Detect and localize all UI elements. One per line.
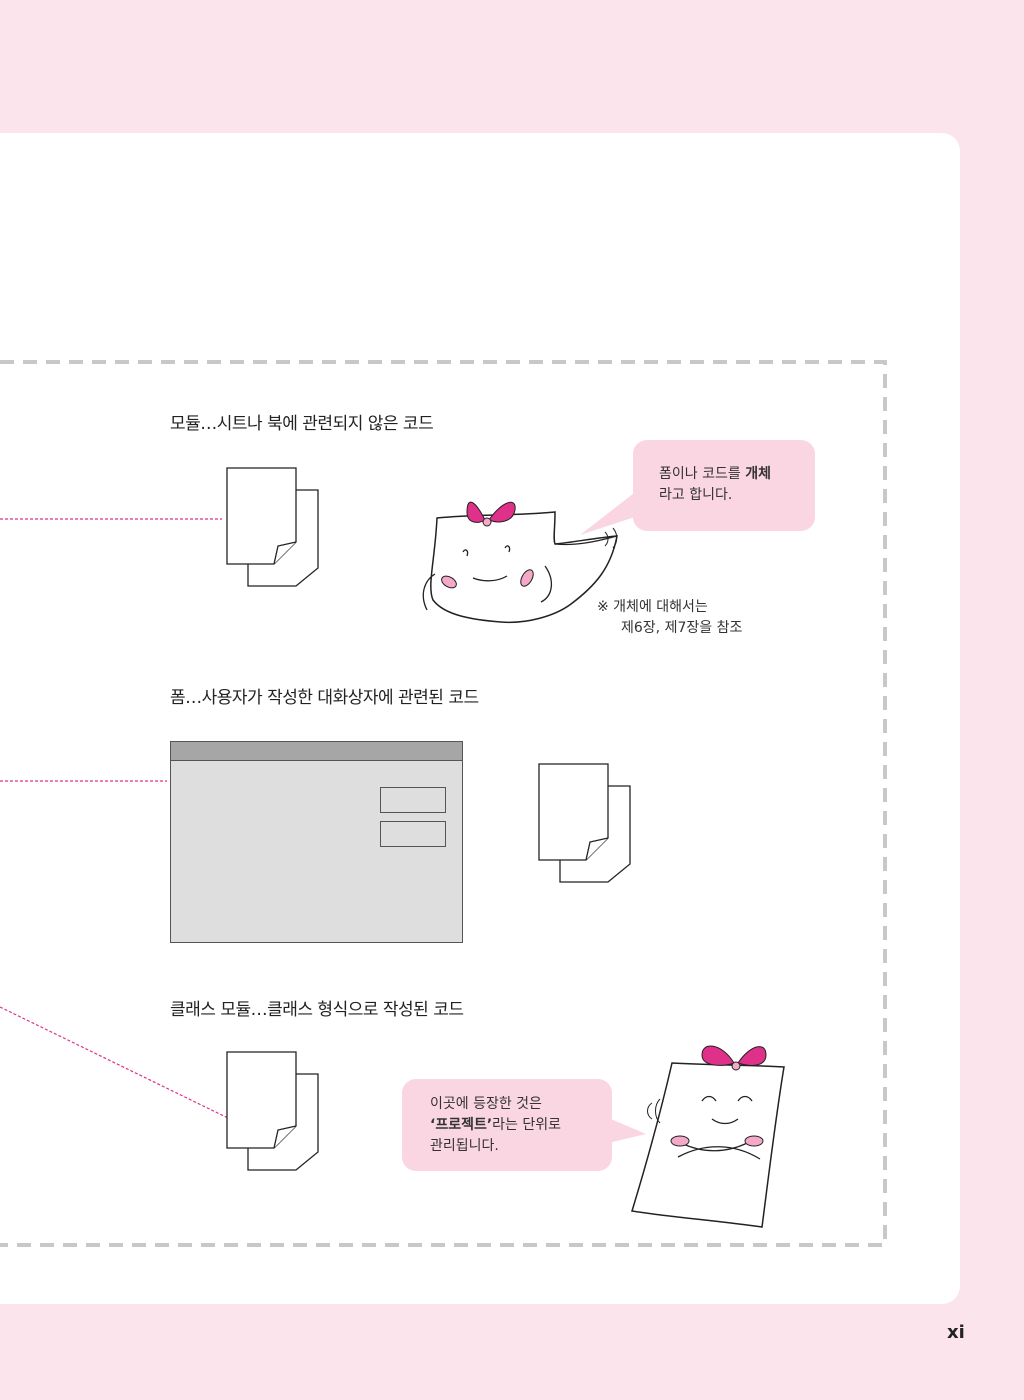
document-icon (538, 763, 631, 883)
form-window-button-icon (380, 787, 446, 813)
page-number: xi (947, 1322, 965, 1343)
bubble-tail (580, 490, 638, 535)
bubble-bottom-line1: 이곳에 등장한 것은 (430, 1096, 542, 1112)
note-line2: 제6장, 제7장을 참조 (621, 620, 743, 636)
form-window-button-icon (380, 821, 446, 847)
speech-bubble-bottom: 이곳에 등장한 것은 ‘프로젝트’라는 단위로 관리됩니다. (402, 1079, 612, 1171)
note-line1: ※ 개체에 대해서는 (597, 599, 708, 615)
form-window-titlebar (170, 741, 463, 761)
bubble-top-bold: 개체 (745, 466, 771, 482)
module-title: 모듈…시트나 북에 관련되지 않은 코드 (170, 414, 434, 434)
bubble-top-line1: 폼이나 코드를 (659, 466, 746, 482)
bubble-tail (604, 1116, 646, 1144)
character-mascot-icon (422, 501, 618, 624)
form-title: 폼…사용자가 작성한 대화상자에 관련된 코드 (170, 688, 479, 708)
bubble-bottom-bold: ‘프로젝트’ (430, 1117, 493, 1133)
bubble-bottom-line3: 관리됩니다. (430, 1138, 499, 1154)
speech-bubble-top: 폼이나 코드를 개체 라고 합니다. (633, 440, 815, 531)
bubble-top-line2: 라고 합니다. (659, 487, 733, 503)
class-module-title: 클래스 모듈…클래스 형식으로 작성된 코드 (170, 1000, 464, 1020)
document-icon (226, 1051, 319, 1171)
character-mascot-icon (631, 1045, 785, 1228)
bubble-bottom-line2: 라는 단위로 (492, 1117, 562, 1133)
document-icon (226, 467, 319, 587)
